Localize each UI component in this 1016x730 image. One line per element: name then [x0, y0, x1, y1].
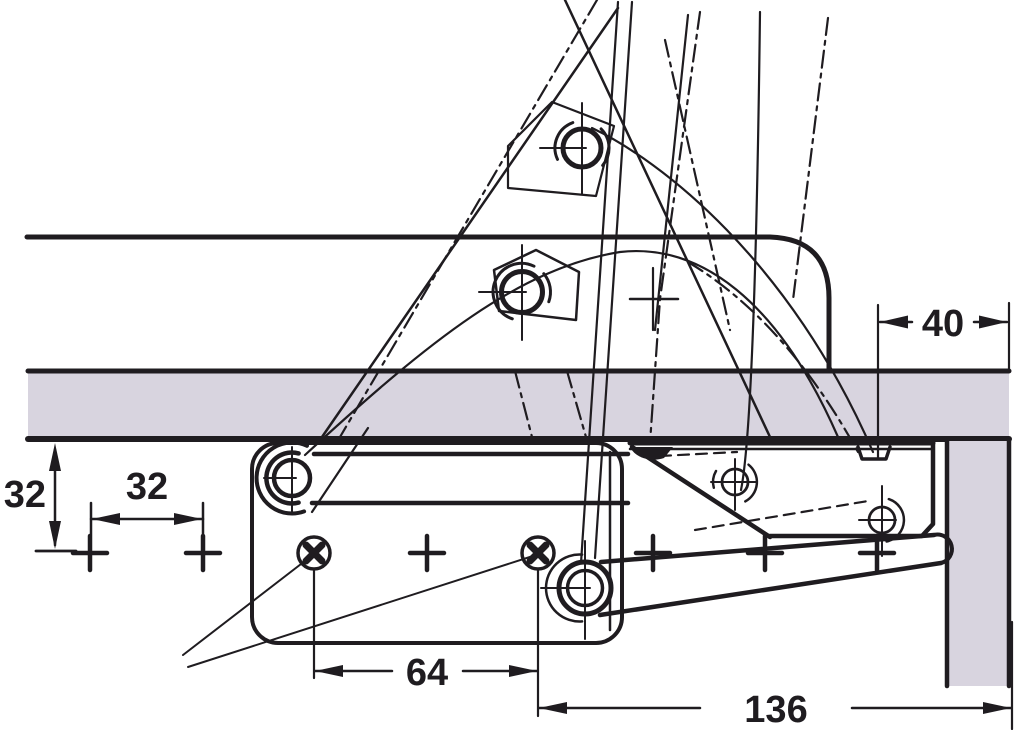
- drill-marks: [70, 533, 897, 668]
- bracket-pivot-a: [710, 458, 759, 511]
- screw-leader-line: [182, 553, 315, 656]
- cabinet-side-panel: [944, 438, 1012, 689]
- front-pivot: [254, 440, 313, 516]
- dimension-vertical-32: 32: [4, 443, 78, 553]
- screw-leader-line: [187, 554, 537, 668]
- dimension-32v-label: 32: [4, 474, 46, 516]
- dimension-screw-spacing: 64: [312, 569, 540, 718]
- dimension-top-offset: 40: [876, 301, 1011, 460]
- bracket-pivot-b: [858, 485, 906, 557]
- motion-phantom-lines: [303, 0, 875, 565]
- upper-pivot: [539, 102, 611, 195]
- support-arm: [309, 451, 631, 506]
- dimension-64-label: 64: [406, 652, 448, 694]
- dimension-horizontal-32: 32: [89, 466, 205, 537]
- lower-pivot: [540, 540, 614, 640]
- dimension-136-label: 136: [744, 689, 807, 730]
- dimension-total-depth: 136: [537, 620, 1014, 730]
- rear-bracket: [627, 440, 936, 540]
- dimension-40-label: 40: [922, 303, 964, 345]
- screw-symbol: [296, 535, 556, 571]
- mid-pivot: [478, 244, 552, 341]
- flap-open-position: [24, 234, 832, 372]
- dimension-32h-label: 32: [126, 466, 168, 508]
- drill-cross: [70, 533, 897, 573]
